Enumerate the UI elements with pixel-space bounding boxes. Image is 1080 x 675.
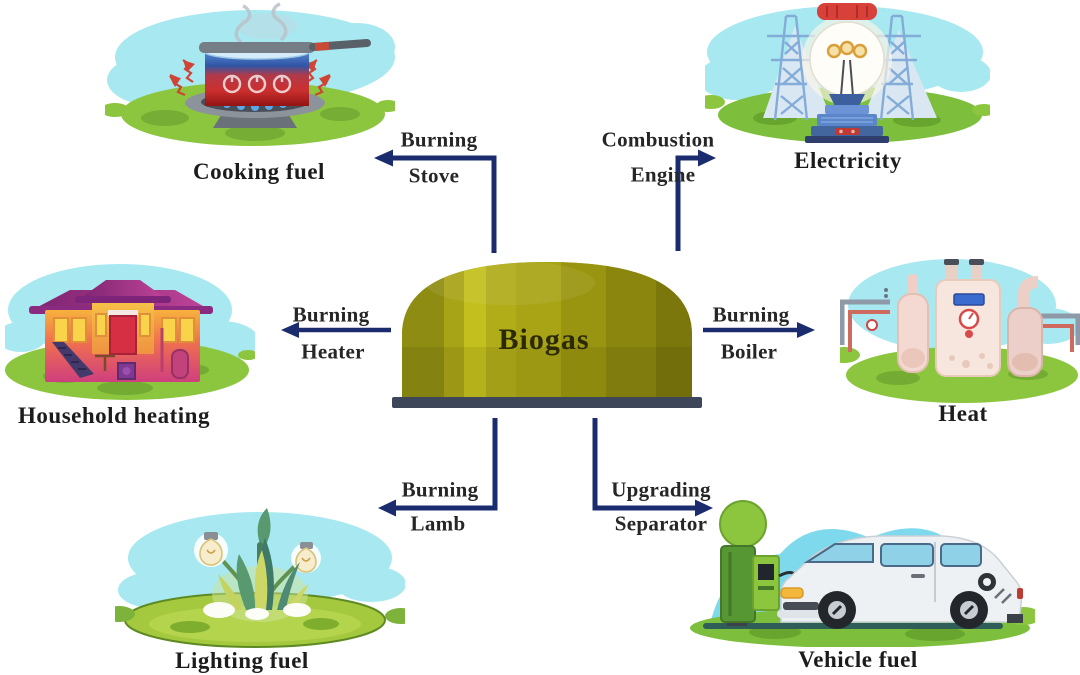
boiler-tanks-icon xyxy=(840,259,1080,403)
fuel-pump-icon xyxy=(719,500,799,626)
arrow-label-burning-bottom-left: Burning xyxy=(401,477,479,502)
pylon-right-icon xyxy=(873,14,921,121)
car-icon xyxy=(777,535,1023,629)
arrow-label-burning-left: Burning xyxy=(292,302,370,327)
cooking-pot-icon xyxy=(105,2,395,146)
heated-house-icon xyxy=(5,264,255,400)
arrow-label-stove: Stove xyxy=(408,163,460,188)
lighting-fuel-label: Lighting fuel xyxy=(175,648,309,673)
biogas-dome-icon xyxy=(392,262,702,408)
cooking-fuel-scene xyxy=(105,2,395,152)
electricity-scene xyxy=(705,2,990,147)
arrow-label-boiler: Boiler xyxy=(720,339,778,364)
power-plant-icon xyxy=(705,3,990,143)
arrow-label-separator: Separator xyxy=(614,511,708,536)
arrow-label-burning-right: Burning xyxy=(712,302,790,327)
arrow-label-lamb: Lamb xyxy=(410,511,466,536)
cooking-fuel-label: Cooking fuel xyxy=(193,159,325,184)
arrow-label-upgrading: Upgrading xyxy=(611,477,711,502)
lamp-bulb-right-icon xyxy=(291,542,321,573)
household-heating-label: Household heating xyxy=(18,403,210,428)
heat-label: Heat xyxy=(938,401,988,426)
light-bulb-icon xyxy=(809,21,885,97)
biogas-label: Biogas xyxy=(498,323,590,356)
lamp-bulb-left-icon xyxy=(194,532,228,567)
lighting-fuel-scene xyxy=(115,498,405,648)
arrow-label-burning-top-left: Burning xyxy=(400,127,478,152)
electricity-label: Electricity xyxy=(794,148,902,173)
car-fueling-icon xyxy=(690,500,1035,647)
vehicle-fuel-scene xyxy=(685,492,1035,647)
biogas-dome-scene xyxy=(390,255,705,415)
heat-scene xyxy=(840,250,1080,410)
arrow-label-combustion: Combustion xyxy=(601,127,715,152)
lamp-plant-icon xyxy=(115,508,405,648)
household-heating-scene xyxy=(5,255,255,405)
bulb-cap xyxy=(817,3,877,20)
arrow-label-engine: Engine xyxy=(630,162,696,187)
arrow-label-heater: Heater xyxy=(301,339,365,364)
vehicle-fuel-label: Vehicle fuel xyxy=(798,647,918,672)
